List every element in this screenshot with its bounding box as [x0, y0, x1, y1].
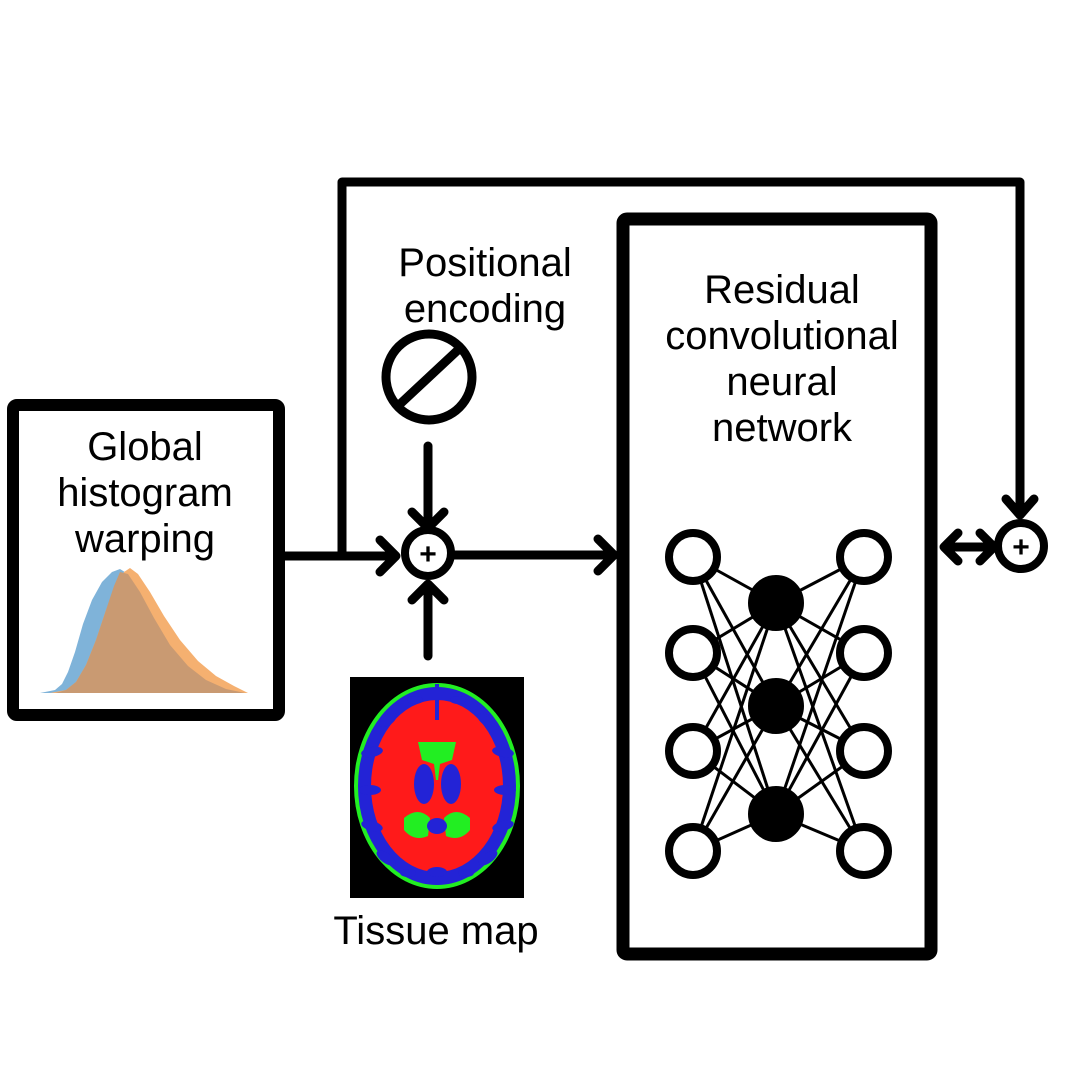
skip-arrowhead	[1001, 494, 1039, 520]
histogram-overlap	[55, 572, 245, 693]
histogram-block-box	[7, 399, 285, 721]
network-title-line-1: Residual	[704, 268, 860, 312]
output-neuron-node-icon	[836, 723, 892, 779]
histogram-arrowhead	[375, 535, 401, 577]
histogram-title-line-1: Global	[87, 425, 203, 469]
output-arrowhead-right	[975, 528, 999, 566]
output-arrowhead-left	[939, 528, 963, 566]
hidden-neuron-node-icon	[748, 678, 804, 734]
neural-net-edge	[691, 602, 778, 752]
hidden-neuron-node-icon	[748, 575, 804, 631]
neural-net-edge	[691, 556, 778, 815]
positional-title-line-1: Positional	[398, 241, 572, 285]
tissue-map-caption: Tissue map	[333, 909, 539, 953]
output-neuron-node-icon	[836, 625, 892, 681]
neural-net-edge	[691, 652, 778, 815]
network-block-box	[616, 212, 938, 961]
tissue-arrowhead	[407, 579, 449, 605]
positional-title-line-2: encoding	[403, 287, 567, 331]
network-block-title: Residual convolutional neural network	[632, 267, 932, 451]
positional-encoding-title: Positional encoding	[360, 240, 610, 332]
output-sum-node	[994, 519, 1048, 573]
network-title-line-2: convolutional	[665, 314, 899, 358]
neural-net-edge	[774, 556, 866, 815]
network-input-arrowhead	[593, 534, 619, 576]
sum-node-symbol: +	[419, 538, 437, 571]
neural-net-edge	[774, 705, 866, 852]
histogram-title-line-2: histogram	[57, 471, 233, 515]
input-neuron-node-icon	[665, 625, 721, 681]
network-title-line-3: neural	[726, 360, 838, 404]
output-neuron-node-icon	[836, 823, 892, 879]
input-neuron-node-icon	[665, 723, 721, 779]
neural-net-edge	[774, 652, 866, 815]
hidden-neuron-node-icon	[748, 786, 804, 842]
output-sum-symbol: +	[1012, 531, 1030, 564]
input-neuron-node-icon	[665, 529, 721, 585]
histogram-title-line-3: warping	[74, 517, 216, 561]
neural-net-edge	[691, 602, 778, 852]
skip-connection-line	[337, 177, 1025, 561]
brain-tissue-map-image	[350, 677, 524, 898]
neural-net-edge	[774, 602, 866, 752]
positional-encoding-icon	[381, 329, 477, 425]
histogram-plot	[40, 568, 248, 693]
neural-net-nodes	[665, 529, 892, 879]
neural-net-edge	[774, 556, 866, 707]
input-neuron-node-icon	[665, 823, 721, 879]
output-neuron-node-icon	[836, 529, 892, 585]
histogram-block-title: Global histogram warping	[14, 424, 276, 562]
neural-net-edge	[691, 556, 778, 707]
network-title-line-4: network	[711, 406, 853, 450]
